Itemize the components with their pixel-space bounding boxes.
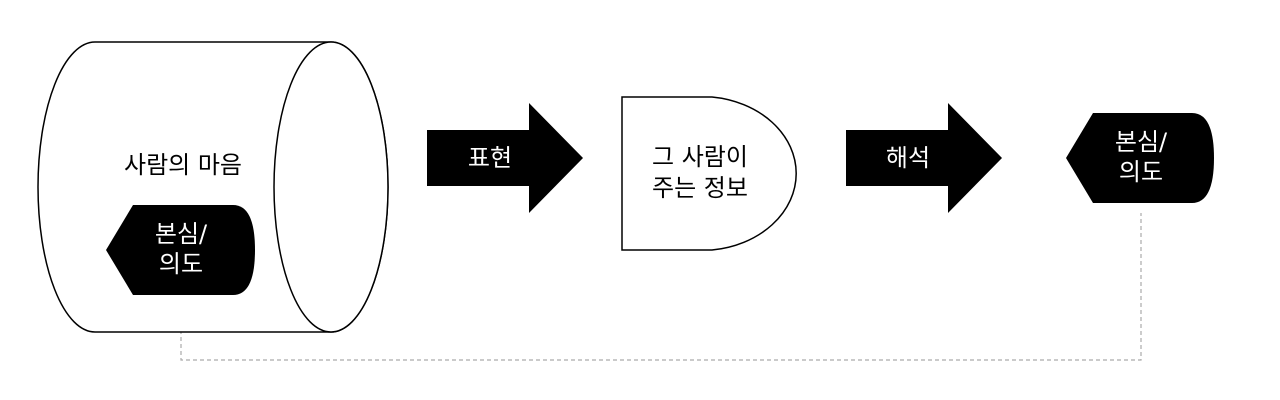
express-arrow-label: 표현 [468, 144, 512, 172]
interpret-arrow-label: 해석 [886, 144, 930, 172]
inner-tag-line1: 본심/ [155, 220, 208, 248]
info-node-shape [621, 96, 797, 251]
result-intent-tag: 본심/ 의도 [1066, 113, 1214, 203]
result-tag-line2: 의도 [1119, 158, 1163, 186]
info-node: 그 사람이 주는 정보 [621, 96, 797, 251]
inner-tag-shape [106, 205, 255, 295]
interpret-arrow-shape [846, 103, 1002, 213]
express-arrow: 표현 [427, 103, 583, 213]
info-node-line1: 그 사람이 [652, 143, 748, 171]
inner-tag-line2: 의도 [159, 250, 203, 278]
cylinder-end-face [273, 41, 389, 333]
express-arrow-shape [427, 103, 583, 213]
info-node-line2: 주는 정보 [652, 174, 748, 202]
interpret-arrow: 해석 [846, 103, 1002, 213]
inner-intent-tag: 본심/ 의도 [106, 205, 255, 295]
cylinder-label: 사람의 마음 [124, 151, 242, 179]
result-tag-shape [1066, 113, 1214, 203]
result-tag-line1: 본심/ [1115, 128, 1168, 156]
